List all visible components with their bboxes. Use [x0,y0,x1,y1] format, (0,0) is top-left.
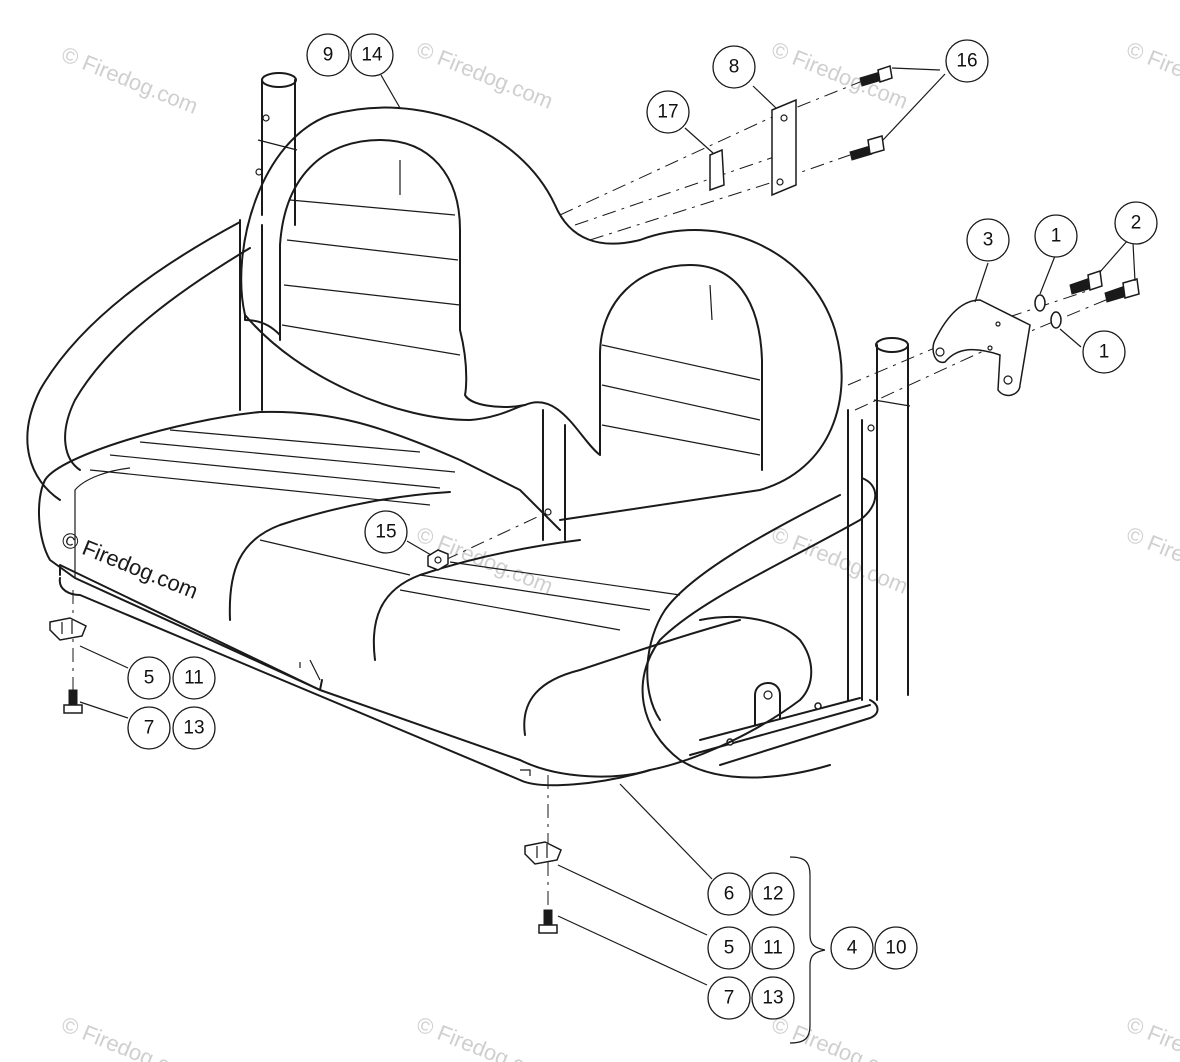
callout-2: 2 [1114,201,1158,245]
watermark-layer: © Firedog.com © Firedog.com © Firedog.co… [58,36,1180,1062]
callout-1-upper-label: 1 [1051,226,1062,247]
callout-9-label: 9 [323,45,334,66]
seat-back [240,106,843,521]
watermark-text: © Firedog.com [1123,1011,1180,1062]
callout-13-left: 13 [172,706,216,750]
callout-5-left: 5 [127,656,171,700]
watermark-text: © Firedog.com [58,526,201,603]
callout-1-lower: 1 [1082,330,1126,374]
watermark-text: © Firedog.com [1123,521,1180,598]
callout-6-label: 6 [724,884,735,905]
lower-center-hardware [524,775,562,934]
watermark-text: © Firedog.com [413,36,556,113]
callout-8: 8 [712,45,756,89]
callout-13-center-label: 13 [762,988,783,1009]
callout-3: 3 [966,218,1010,262]
callout-11-center-label: 11 [763,938,783,959]
callout-16-label: 16 [956,51,977,72]
callout-5-center: 5 [707,926,751,970]
callout-11-center: 11 [751,926,795,970]
watermark-text: © Firedog.com [768,1011,911,1062]
callout-5-center-label: 5 [724,938,735,959]
lower-left-hardware [49,590,87,714]
callout-16: 16 [945,39,989,83]
callout-17-label: 17 [657,102,678,123]
callout-12-label: 12 [762,884,783,905]
callout-7-left: 7 [127,706,171,750]
nut-hardware [427,508,552,571]
callout-1-lower-label: 1 [1099,342,1110,363]
callout-11-left-label: 11 [184,668,204,689]
watermark-text: © Firedog.com [768,521,911,598]
callout-2-label: 2 [1131,213,1142,234]
watermark-text: © Firedog.com [413,1011,556,1062]
callout-10-label: 10 [885,938,906,959]
callout-3-label: 3 [983,230,994,251]
side-hardware [847,270,1140,411]
callouts: 9 14 8 17 16 3 1 2 1 15 5 11 7 13 6 12 5… [127,33,1158,1020]
callout-13-center: 13 [751,976,795,1020]
callout-15: 15 [364,510,408,554]
callout-15-label: 15 [375,522,396,543]
callout-1-upper: 1 [1034,214,1078,258]
watermark-text: © Firedog.com [58,41,201,118]
callout-7-center-label: 7 [724,988,735,1009]
callout-14: 14 [350,33,394,77]
callout-7-left-label: 7 [144,718,155,739]
leader-lines [79,67,1136,1044]
seat-cushion [37,410,813,787]
callout-8-label: 8 [729,57,740,78]
upper-hardware [559,65,893,241]
callout-14-label: 14 [361,45,383,66]
callout-13-left-label: 13 [183,718,204,739]
callout-17: 17 [646,90,690,134]
callout-12: 12 [751,872,795,916]
watermark-text: © Firedog.com [1123,36,1180,113]
callout-10: 10 [874,926,918,970]
callout-5-left-label: 5 [144,668,155,689]
callout-6: 6 [707,872,751,916]
callout-7-center: 7 [707,976,751,1020]
callout-11-left: 11 [172,656,216,700]
callout-4: 4 [830,926,874,970]
callout-9: 9 [306,33,350,77]
callout-4-label: 4 [847,938,858,959]
watermark-text: © Firedog.com [58,1011,201,1062]
